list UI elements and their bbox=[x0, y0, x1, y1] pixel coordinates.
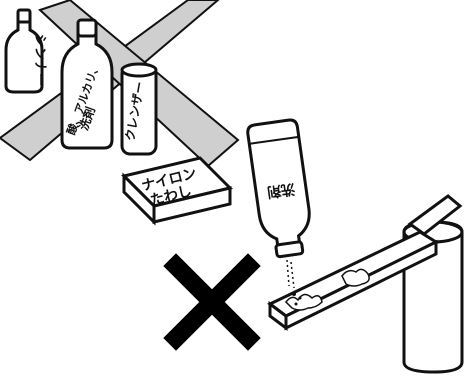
nylon-scrub-pad: ナイロン たわし bbox=[124, 158, 230, 222]
thinner-bottle: シンナー bbox=[6, 10, 47, 92]
detergent-drip bbox=[287, 260, 294, 288]
foam-dot-3 bbox=[295, 303, 298, 306]
cleanser-can-top bbox=[122, 64, 156, 76]
acid-alkali-bottle-cap bbox=[78, 20, 96, 36]
foam-2 bbox=[342, 269, 369, 286]
cross-mark-icon bbox=[176, 266, 248, 338]
thinner-bottle-cap bbox=[18, 10, 30, 22]
drip-line bbox=[287, 260, 289, 286]
drip-line-2 bbox=[291, 262, 294, 288]
cleanser-can: クレンザー bbox=[122, 64, 156, 154]
prohibited-items: シンナー 酸、アルカリ、 洗剤 クレンザー ナイロン たわし bbox=[0, 0, 238, 222]
thinner-label: シンナー bbox=[32, 34, 47, 86]
detergent-bottle-pouring: 洗剤 bbox=[247, 119, 315, 259]
detergent-bottle-cap bbox=[276, 242, 303, 258]
foam-dot-2 bbox=[299, 297, 302, 300]
foam-dot-1 bbox=[292, 292, 296, 296]
